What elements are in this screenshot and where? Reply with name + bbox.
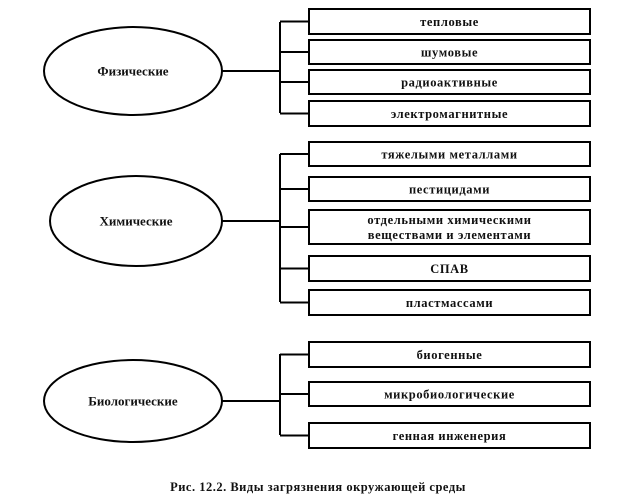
item-label: генная инженерия [393,429,507,443]
item-label: пластмассами [406,296,493,310]
item-box [308,289,591,316]
category-label: Химические [99,214,172,229]
item-label: пестицидами [409,183,490,197]
item-label: шумовые [421,46,478,60]
item-label: радиоактивные [401,76,498,90]
figure-caption: Рис. 12.2. Виды загрязнения окружающей с… [170,480,466,494]
item-box [308,39,591,65]
item-box [308,381,591,407]
item-label: веществами и элементами [368,228,531,242]
item-label: тепловые [420,15,479,29]
item-box [308,8,591,35]
item-label: электромагнитные [391,107,508,121]
item-box [308,209,591,245]
item-box [308,100,591,127]
item-label: микробиологические [384,388,515,402]
category-ellipse [43,359,223,443]
item-box [308,255,591,282]
item-box [308,176,591,202]
category-label: Физические [97,64,168,79]
item-label: тяжелыми металлами [381,148,517,162]
category-label: Биологические [88,394,178,409]
item-label: СПАВ [430,262,469,276]
item-box [308,422,591,449]
category-ellipse [43,26,223,116]
item-label: отдельными химическими [367,213,531,227]
item-box [308,69,591,95]
item-box [308,141,591,167]
item-box [308,341,591,368]
item-label: биогенные [417,348,483,362]
category-ellipse [49,175,223,267]
